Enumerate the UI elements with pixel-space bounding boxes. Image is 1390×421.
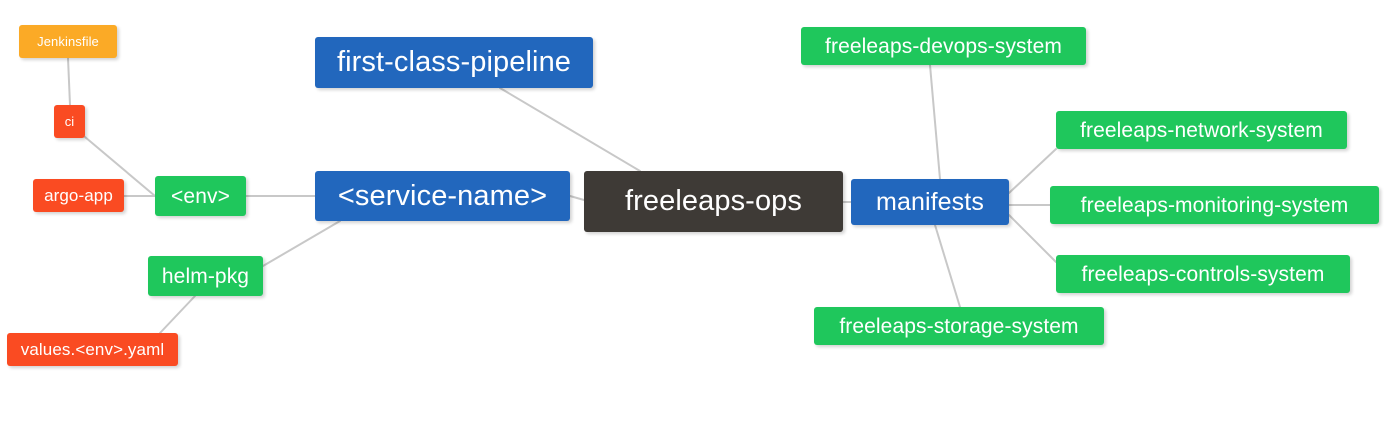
mindmap-node-freeleaps-storage-system[interactable]: freeleaps-storage-system (814, 307, 1104, 345)
mindmap-node-label: argo-app (44, 186, 113, 205)
mindmap-node-jenkinsfile[interactable]: Jenkinsfile (19, 25, 117, 58)
mindmap-node-manifests[interactable]: manifests (851, 179, 1009, 225)
mindmap-node-freeleaps-controls-system[interactable]: freeleaps-controls-system (1056, 255, 1350, 293)
edge-service-name-to-freeleaps-ops (569, 195, 585, 201)
mindmap-node-ci[interactable]: ci (54, 105, 85, 138)
mindmap-node-first-class-pipeline[interactable]: first-class-pipeline (315, 37, 593, 88)
mindmap-node-freeleaps-network-system[interactable]: freeleaps-network-system (1056, 111, 1347, 149)
mindmap-node-label: freeleaps-ops (624, 185, 802, 217)
mindmap-node-freeleaps-monitoring-system[interactable]: freeleaps-monitoring-system (1050, 186, 1379, 224)
mindmap-node-label: values.<env>.yaml (20, 340, 165, 359)
mindmap-node-freeleaps-ops[interactable]: freeleaps-ops (584, 171, 843, 232)
edge-manifests-to-freeleaps-storage-system (934, 224, 961, 308)
mindmap-node-label: helm-pkg (161, 264, 250, 288)
edge-manifests-to-freeleaps-controls-system (1008, 214, 1057, 263)
mindmap-node-helm-pkg[interactable]: helm-pkg (148, 256, 263, 296)
edge-jenkinsfile-to-ci (67, 57, 71, 106)
mindmap-node-label: Jenkinsfile (37, 34, 99, 49)
edge-values-env-yaml-to-helm-pkg (159, 295, 196, 334)
mindmap-node-values-env-yaml[interactable]: values.<env>.yaml (7, 333, 178, 366)
mindmap-node-label: manifests (876, 187, 984, 216)
edge-manifests-to-freeleaps-network-system (1008, 148, 1057, 194)
mindmap-node-label: freeleaps-controls-system (1081, 262, 1325, 286)
mindmap-node-label: ci (64, 114, 75, 129)
mindmap-node-service-name[interactable]: <service-name> (315, 171, 570, 221)
mindmap-node-env[interactable]: <env> (155, 176, 246, 216)
mindmap-node-label: <env> (171, 184, 230, 208)
mindmap-node-label: freeleaps-storage-system (839, 314, 1079, 338)
edge-helm-pkg-to-service-name (262, 220, 341, 267)
mindmap-node-label: <service-name> (337, 179, 548, 212)
edge-first-class-pipeline-to-freeleaps-ops (499, 87, 641, 172)
mindmap-node-freeleaps-devops-system[interactable]: freeleaps-devops-system (801, 27, 1086, 65)
mindmap-node-label: freeleaps-network-system (1080, 118, 1323, 142)
mindmap-node-label: freeleaps-monitoring-system (1080, 193, 1349, 217)
edge-manifests-to-freeleaps-devops-system (929, 64, 941, 180)
mindmap-node-label: freeleaps-devops-system (825, 34, 1062, 58)
mindmap-node-argo-app[interactable]: argo-app (33, 179, 124, 212)
mindmap-node-label: first-class-pipeline (336, 46, 572, 78)
